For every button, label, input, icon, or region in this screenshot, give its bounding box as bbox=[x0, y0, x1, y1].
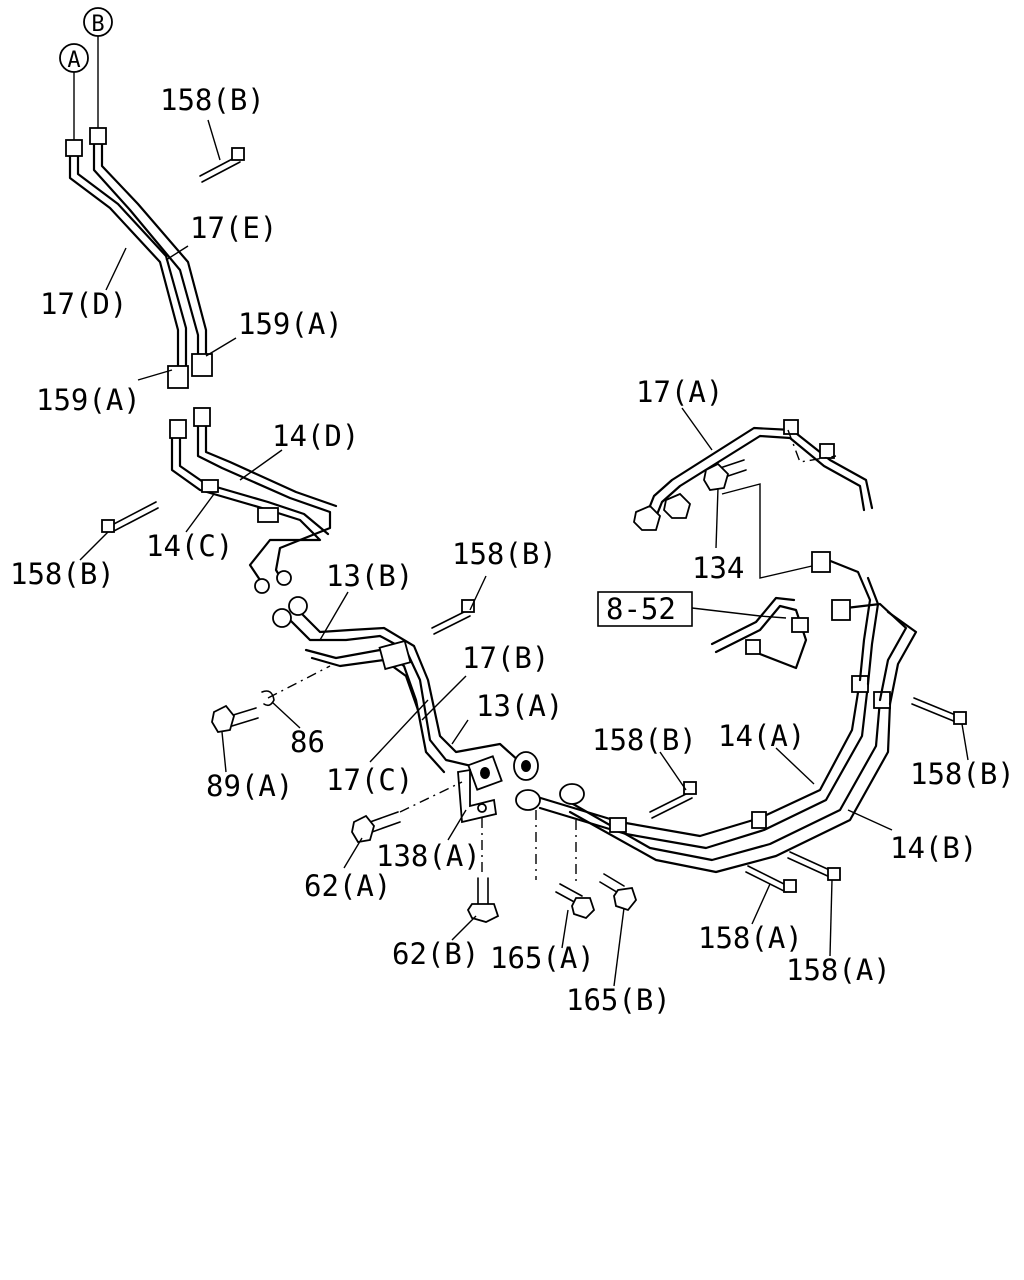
label-158b-right: 158(B) bbox=[910, 757, 1015, 791]
clip-158b-top bbox=[199, 147, 245, 183]
label-158a-2: 158(A) bbox=[786, 953, 891, 987]
label-158b-mid: 158(B) bbox=[452, 537, 557, 571]
label-158b-lower: 158(B) bbox=[592, 723, 697, 757]
clip-158a-1 bbox=[745, 865, 797, 893]
label-14c: 14(C) bbox=[146, 529, 233, 563]
bolt-62b bbox=[466, 877, 500, 923]
label-138a: 138(A) bbox=[376, 839, 481, 873]
label-159a-left: 159(A) bbox=[36, 383, 141, 417]
bolt-134 bbox=[703, 459, 747, 491]
bolt-62a bbox=[351, 811, 401, 843]
label-ref-8-52: 8-52 bbox=[606, 592, 676, 626]
label-86: 86 bbox=[290, 725, 325, 759]
ref-part-8-52 bbox=[710, 596, 809, 670]
pipe-14a-14b bbox=[515, 551, 918, 874]
bolt-89a bbox=[211, 690, 275, 733]
clip-158a-2 bbox=[787, 851, 841, 881]
label-62a: 62(A) bbox=[304, 869, 391, 903]
pipe-17d-17e bbox=[65, 127, 213, 389]
label-165a: 165(A) bbox=[490, 941, 595, 975]
label-17d: 17(D) bbox=[40, 287, 127, 321]
label-17e: 17(E) bbox=[190, 211, 277, 245]
label-158b-top: 158(B) bbox=[160, 83, 265, 117]
clip-158b-right bbox=[911, 697, 967, 725]
label-158b-left: 158(B) bbox=[10, 557, 115, 591]
pipe-14c-14d bbox=[169, 407, 338, 594]
bolt-165b bbox=[599, 873, 638, 912]
bracket-138a bbox=[457, 768, 498, 824]
pipe-13-17b-17c bbox=[272, 596, 539, 791]
label-159a-right: 159(A) bbox=[238, 307, 343, 341]
svg-text:A: A bbox=[67, 48, 80, 73]
svg-text:B: B bbox=[91, 12, 104, 37]
pipe-17a bbox=[633, 419, 874, 531]
label-17c: 17(C) bbox=[326, 763, 413, 797]
label-134: 134 bbox=[692, 551, 744, 585]
label-165b: 165(B) bbox=[566, 983, 671, 1017]
label-14d: 14(D) bbox=[272, 419, 359, 453]
label-158a-1: 158(A) bbox=[698, 921, 803, 955]
label-14a: 14(A) bbox=[718, 719, 805, 753]
label-17a: 17(A) bbox=[636, 375, 723, 409]
label-14b: 14(B) bbox=[890, 831, 977, 865]
callout-a: A bbox=[59, 43, 89, 73]
ref-box-8-52 bbox=[597, 591, 693, 627]
callout-b: B bbox=[83, 7, 113, 37]
leader-lines bbox=[79, 119, 969, 987]
label-89a: 89(A) bbox=[206, 769, 293, 803]
label-13b: 13(B) bbox=[326, 559, 413, 593]
label-13a: 13(A) bbox=[476, 689, 563, 723]
part-labels: 158(B) 17(E) 17(D) 159(A) 159(A) 14(D) 1… bbox=[10, 83, 1015, 1017]
label-17b: 17(B) bbox=[462, 641, 549, 675]
clip-158b-lower bbox=[649, 781, 697, 819]
clip-158b-mid bbox=[431, 599, 475, 635]
clip-158b-left bbox=[101, 501, 159, 533]
bolt-165a bbox=[555, 883, 596, 920]
label-62b: 62(B) bbox=[392, 937, 479, 971]
